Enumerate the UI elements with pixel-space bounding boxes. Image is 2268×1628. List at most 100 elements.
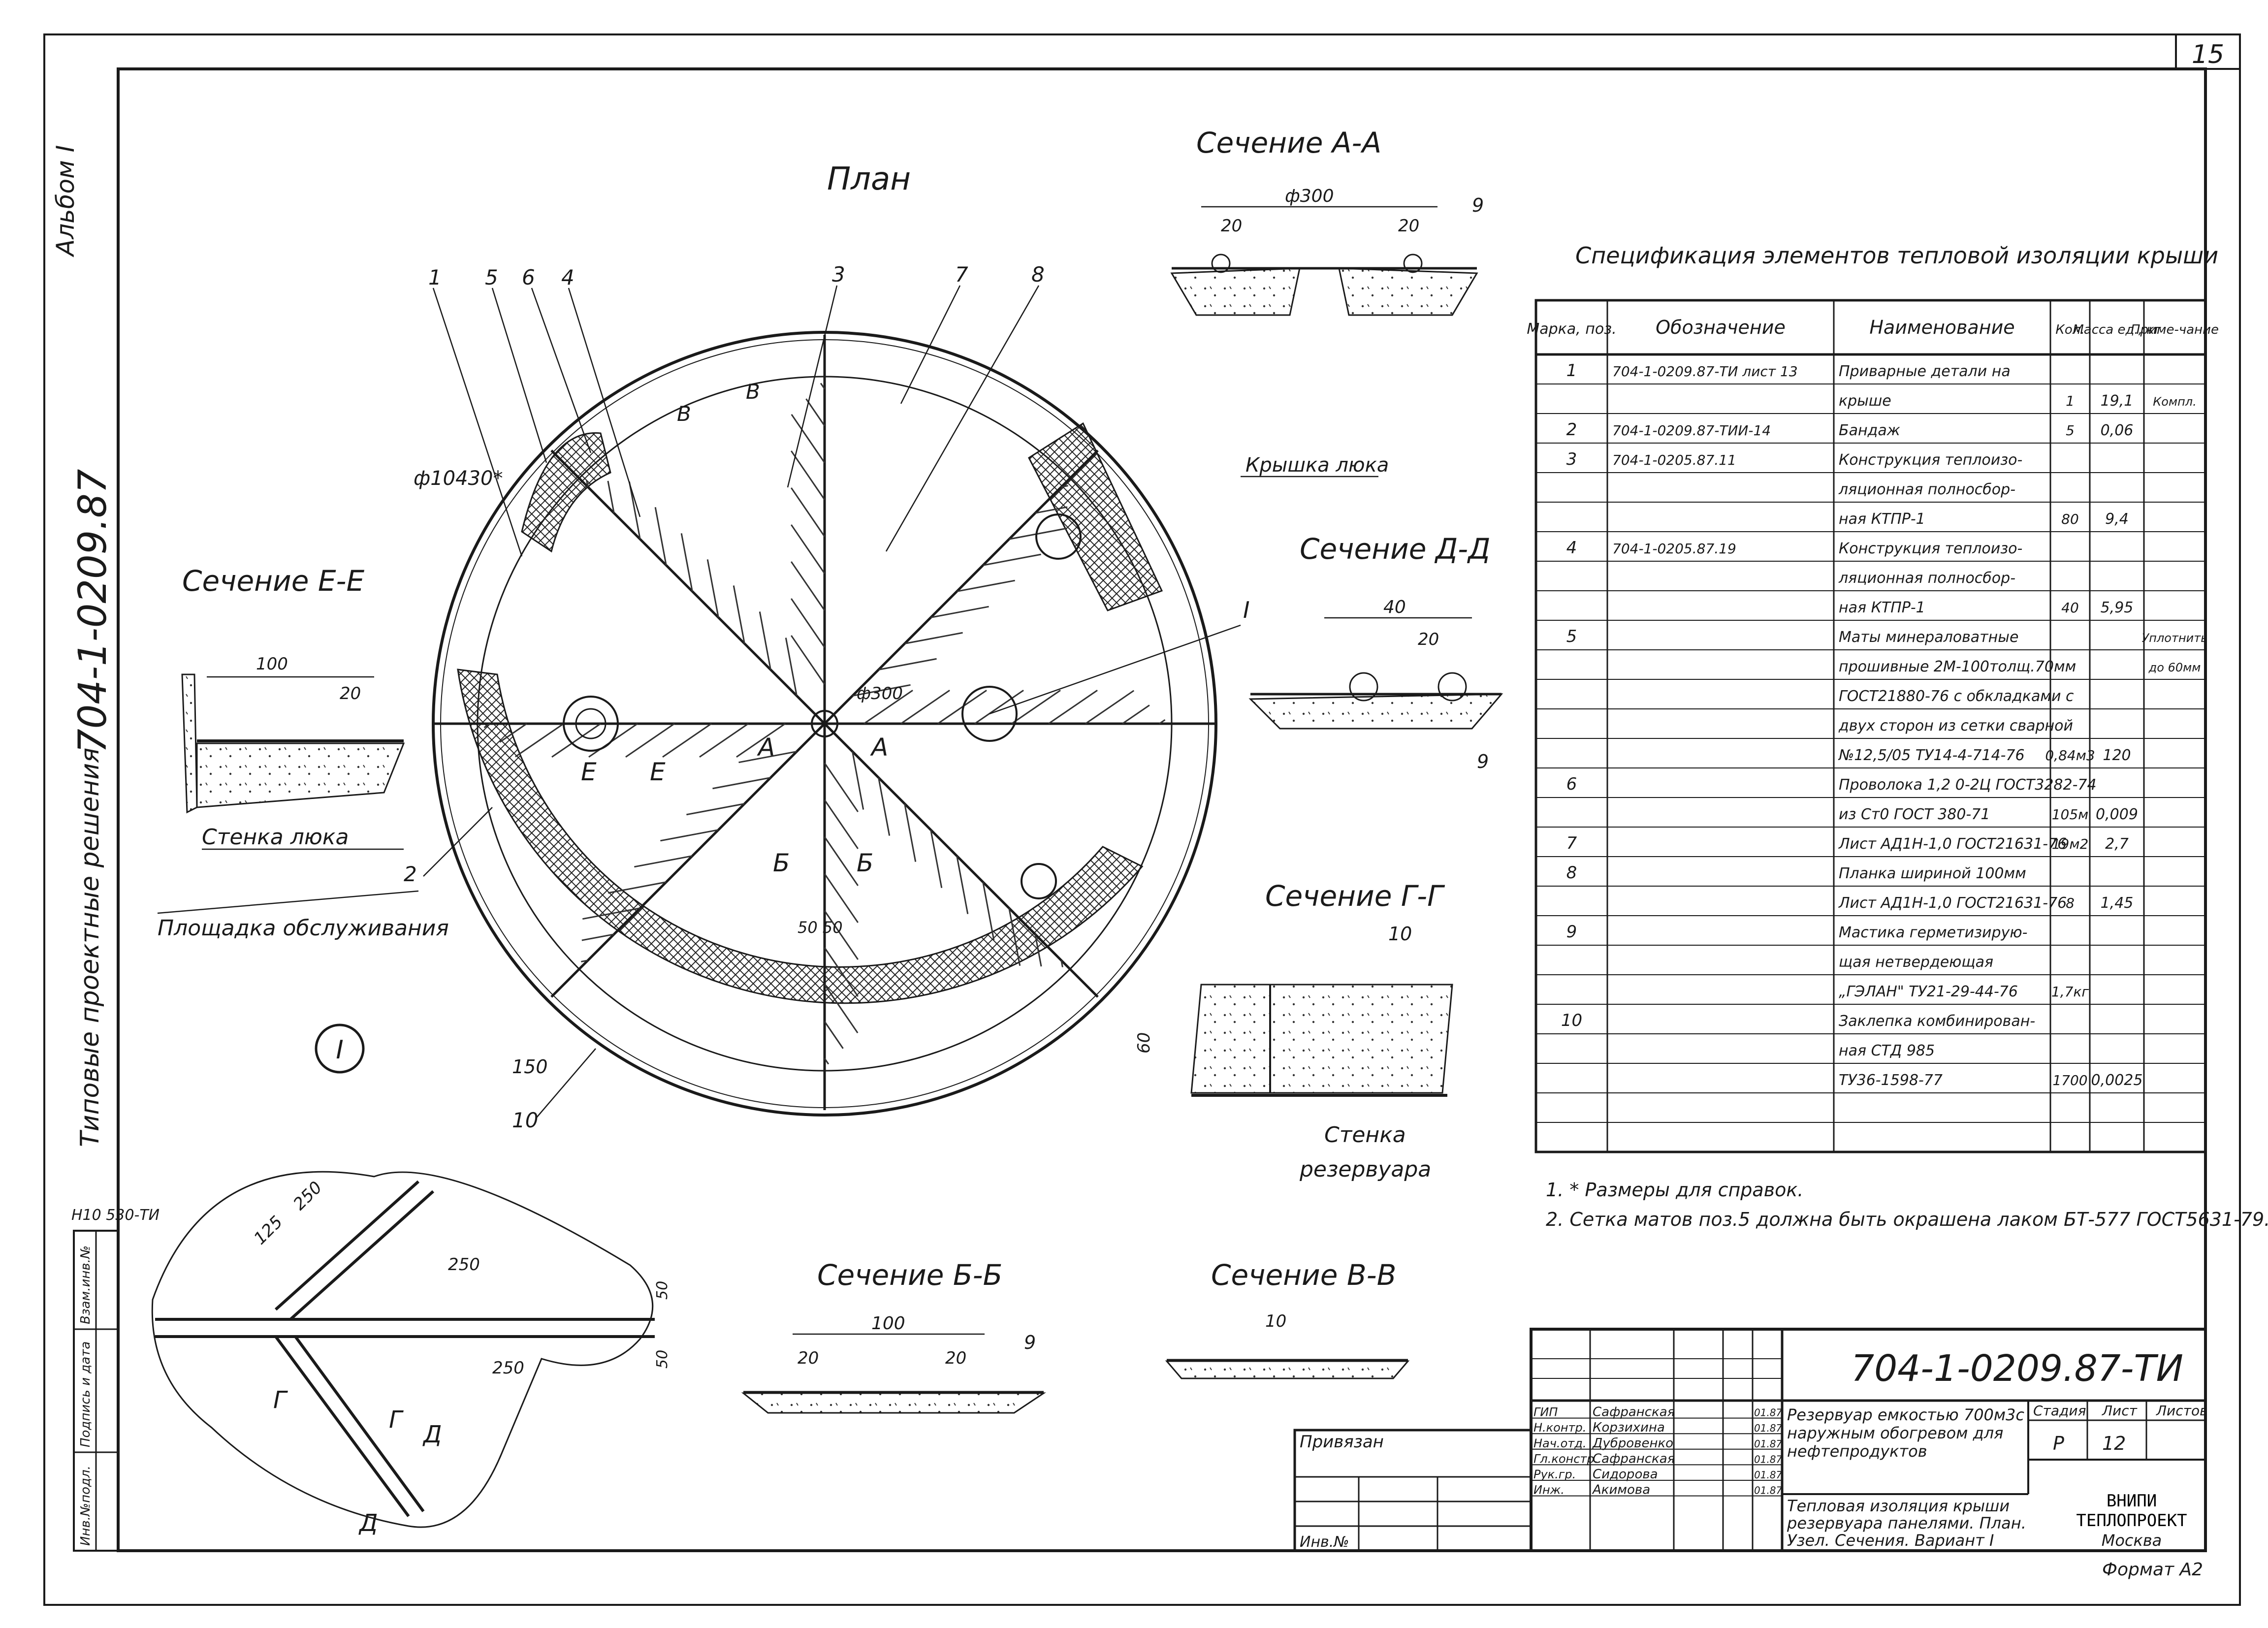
spec-cell: 704-1-0209.87-ТИ лист 13 [1612, 363, 1798, 380]
stamp-inv: Инв.№подл. [78, 1466, 93, 1546]
tb-sheets-h: Листов [2156, 1403, 2208, 1419]
spec-cell: 1700 [2052, 1072, 2087, 1088]
bound-block [1293, 1429, 1533, 1552]
panel-seam [654, 507, 667, 566]
side-code: 704-1-0209.87 [71, 469, 115, 753]
roof-hatch-label: Крышка люка [1246, 454, 1389, 477]
panel-seam [791, 561, 826, 611]
spec-cell: 40 [2061, 600, 2079, 616]
spec-cell: ляционная полносбор- [1838, 481, 2015, 498]
spec-header: Обозначение [1656, 317, 1786, 338]
section-vv-title: Сечение В-В [1211, 1258, 1396, 1292]
page-number-box [2175, 33, 2241, 70]
bb-dim-20a: 20 [798, 1348, 819, 1368]
aa-dim-20b: 20 [1398, 216, 1419, 236]
spec-cell: крыше [1839, 392, 1891, 410]
panel-seam [608, 881, 667, 894]
panel-seam [983, 553, 1041, 566]
node-cut-g2: Г [389, 1406, 404, 1434]
panel-seam [499, 723, 527, 743]
panel-seam [904, 632, 963, 644]
tb-date: 01.87 [1754, 1453, 1783, 1465]
panel-seam [824, 836, 859, 886]
panel-seam [1034, 934, 1042, 967]
spec-cell: 0,009 [2096, 806, 2138, 823]
panel-seam [514, 723, 564, 758]
ee-wall-label: Стенка люка [202, 825, 349, 850]
tb-name: Сафранская [1593, 1451, 1675, 1466]
spec-header: Кол. [2055, 322, 2084, 337]
center-hub [811, 710, 838, 737]
spec-cell: Мастика герметизирую- [1839, 924, 2027, 941]
spec-cell: 6 [1566, 774, 1577, 794]
panel-seam [791, 598, 826, 648]
spec-cell: 704-1-0205.87.19 [1612, 541, 1736, 557]
panel-seam [1122, 704, 1150, 725]
section-bb: Сечение Б-Б 100 20 20 9 [741, 1258, 1046, 1414]
panel-seam [607, 480, 615, 513]
panel-seam [662, 723, 712, 758]
roof-port-small [1021, 863, 1057, 899]
cut-v-left: В [677, 402, 691, 426]
dd-dim-40: 40 [1383, 597, 1406, 617]
outer-frame [43, 33, 2241, 1606]
side-series: Типовые проектные решения [75, 748, 105, 1147]
spec-cell: 8 [1566, 863, 1577, 883]
spec-cell: Проволока 1,2 0-2Ц ГОСТ3282-74 [1839, 776, 2097, 794]
tb-sheet-title-3: Узел. Сечения. Вариант I [1787, 1531, 1994, 1550]
tb-role: Рук.гр. [1533, 1468, 1576, 1481]
stamp-sign: Подпись и дата [78, 1341, 93, 1447]
panel-seam [824, 984, 859, 1034]
panel-seam [863, 690, 913, 725]
bb-dim-100: 100 [871, 1313, 905, 1334]
node-cut-d2: Д [358, 1509, 378, 1537]
spec-cell: ная КТПР-1 [1839, 511, 1925, 528]
plan-view: План I [157, 161, 1389, 1132]
panel-seam [712, 777, 771, 790]
center-diameter: ф300 [857, 684, 903, 703]
hatch-left-inner [575, 708, 607, 739]
panel-seam [582, 907, 640, 920]
panel-seam [625, 723, 675, 758]
node-dim-50a: 50 [654, 1281, 671, 1300]
node-label: I [1243, 597, 1250, 623]
spec-cell: ТУ36-1598-77 [1839, 1072, 1943, 1089]
tb-role: ГИП [1533, 1405, 1558, 1419]
panel-seam [878, 658, 937, 670]
page-number: 15 [2192, 40, 2224, 69]
bb-pos-9: 9 [1024, 1332, 1036, 1353]
tb-role: Н.контр. [1533, 1421, 1586, 1435]
spec-cell: 8 [2066, 895, 2075, 911]
panel-seam [581, 959, 588, 962]
tb-bound: Привязан [1300, 1432, 1384, 1452]
spec-cell: двух сторон из сетки сварной [1838, 717, 2073, 734]
cut-v-right: В [746, 380, 760, 404]
aa-dim-20a: 20 [1221, 216, 1242, 236]
dd-pos-9: 9 [1477, 751, 1489, 772]
tb-date: 01.87 [1754, 1469, 1783, 1481]
spec-cell: 19,1 [2101, 392, 2134, 410]
cut-b-left: Б [773, 849, 790, 877]
panel-seam [785, 638, 798, 696]
album-label: Альбом I [51, 145, 80, 257]
panel-seam [824, 763, 859, 812]
spec-cell: 9 [1566, 922, 1577, 942]
spec-cell: 5 [2066, 422, 2075, 439]
tb-name: Сафранская [1593, 1405, 1675, 1420]
panel-seam [805, 398, 826, 426]
tb-org-3: Москва [2102, 1531, 2162, 1550]
section-gg-title: Сечение Г-Г [1265, 879, 1445, 913]
tb-date: 01.87 [1754, 1407, 1783, 1419]
panel-seam [820, 383, 826, 389]
panel-seam [1060, 960, 1063, 967]
panel-seam [791, 487, 826, 537]
spec-cell: 5 [1566, 627, 1577, 646]
spec-cell: 7 [1566, 833, 1577, 853]
spec-cell: 80 [2061, 511, 2079, 527]
aa-pos-9: 9 [1472, 194, 1484, 216]
tb-date: 01.87 [1754, 1438, 1783, 1450]
panel-seam [824, 1021, 844, 1049]
ee-dim-100: 100 [256, 654, 288, 674]
spec-cell: 704-1-0205.87.11 [1612, 452, 1736, 468]
